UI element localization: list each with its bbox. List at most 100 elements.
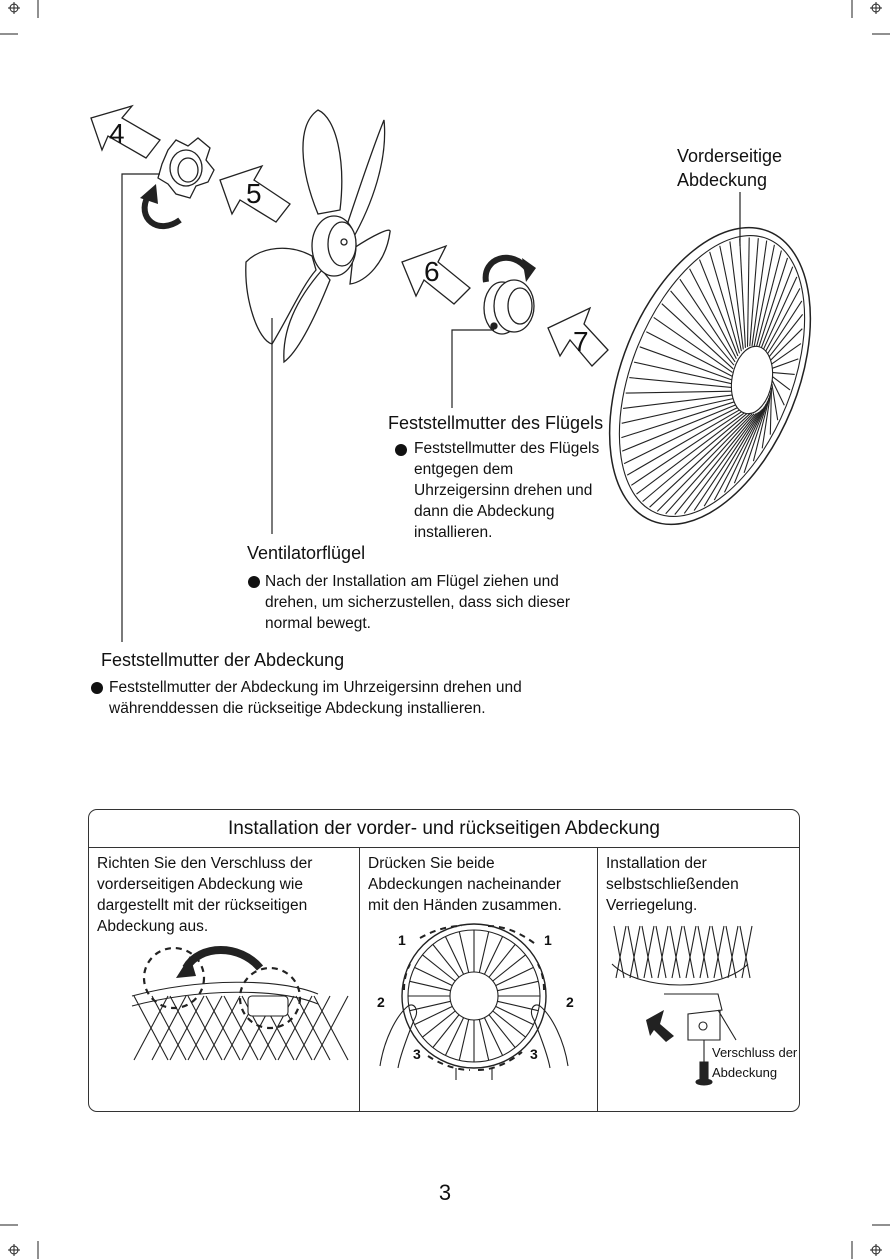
grille-wire (623, 406, 740, 465)
blade-nut-title: Feststellmutter des Flügels (388, 413, 604, 433)
grille-wire (685, 925, 697, 979)
step-number-7: 7 (573, 326, 589, 357)
grille-wire (713, 925, 725, 979)
grille-wire (671, 925, 683, 979)
clockwise-arrow-icon (140, 184, 182, 229)
grille-wire (629, 925, 641, 979)
grille-wire (630, 410, 744, 486)
grille-wire (697, 925, 709, 979)
press-covers-illustration (379, 923, 569, 1080)
grille-wire (653, 316, 733, 373)
grille-wire (657, 925, 669, 979)
grille-wire (770, 358, 799, 370)
grille-wire (623, 394, 735, 409)
clasp-label: Verschluss der Abdeckung (712, 1045, 798, 1080)
grille-spoke (422, 954, 456, 982)
grille-spoke (432, 1014, 460, 1048)
grille-wire (725, 925, 737, 979)
step-arrow-6 (401, 244, 471, 305)
step-arrow-5 (219, 164, 291, 223)
grille-wire (656, 413, 753, 512)
grille-spoke (444, 1017, 465, 1056)
grille-wires (621, 237, 804, 515)
lock-clasp-illustration (611, 925, 753, 1086)
press-mark-1-right: 1 (544, 932, 552, 948)
grille-wire (758, 257, 789, 349)
grille-wire (746, 237, 750, 347)
grille-wire (767, 314, 804, 360)
install-step-2-text: Drücken Sie beide Abdeckungen nacheinand… (368, 855, 562, 914)
grille-spoke (444, 936, 465, 975)
grille-spoke (488, 944, 516, 978)
grille-wire (739, 238, 746, 348)
page-number: 3 (438, 1180, 452, 1205)
install-title: Installation der vorder- und rückseitige… (89, 810, 799, 848)
grille-wire (633, 361, 733, 385)
grille-wire (739, 925, 751, 979)
cover-nut-icon (157, 137, 215, 199)
grille-wire (727, 925, 739, 979)
grille-wire (621, 403, 739, 452)
front-cover-label: Vorderseitige Abdeckung (677, 146, 783, 190)
grille-wire (711, 925, 723, 979)
grille-spoke (495, 1005, 534, 1026)
grille-wire (683, 411, 760, 514)
grille-wire (699, 925, 711, 979)
fan-blade-icon (245, 109, 391, 364)
grille-wire (693, 410, 762, 511)
step-arrow-7 (547, 306, 609, 367)
grille-wire (769, 343, 802, 366)
grille-spoke (458, 1019, 470, 1061)
grille-wire (761, 391, 772, 449)
step-number-6: 6 (424, 256, 440, 287)
grille-wire (719, 245, 742, 352)
grille-spoke (422, 1010, 456, 1038)
grille-wire (670, 290, 735, 366)
grille-wire (627, 925, 639, 979)
grille-wire (751, 240, 768, 347)
grille-wire (741, 925, 753, 979)
grille-wire (621, 400, 737, 439)
grille-wire (621, 397, 736, 424)
grille-spoke (492, 1010, 526, 1038)
grille-spoke (497, 980, 539, 992)
blade-nut-instructions: Feststellmutter des Flügels entgegen dem… (414, 440, 600, 541)
grille-wire (764, 288, 801, 354)
grille-wire (771, 371, 795, 375)
grille-wire (629, 377, 733, 389)
step-number-5: 5 (246, 178, 262, 209)
grille-wire (669, 925, 681, 979)
grille-wire (752, 394, 771, 462)
grille-wire (295, 995, 331, 1061)
grille-wire (729, 241, 744, 350)
grille-spoke (478, 931, 490, 973)
leader-lines (121, 173, 741, 642)
bullet-icon (91, 682, 103, 694)
grille-wire (713, 406, 765, 501)
counterclockwise-arrow-icon (482, 254, 536, 283)
grille-wire (643, 925, 655, 979)
grille-wire (625, 390, 734, 394)
grille-wire (733, 400, 769, 484)
grille-wire (771, 383, 779, 421)
front-cover-grille-icon (608, 226, 812, 526)
cover-nut-instructions: Feststellmutter der Abdeckung im Uhrzeig… (109, 679, 522, 717)
grille-wire (768, 328, 803, 363)
install-step-1-text: Richten Sie den Verschluss der vordersei… (97, 855, 313, 935)
press-mark-3-left: 3 (413, 1046, 421, 1062)
step-arrow-4 (90, 104, 161, 159)
press-mark-2-right: 2 (566, 994, 574, 1010)
grille-wire (313, 995, 349, 1061)
grille-wire (646, 331, 733, 377)
grille-wire (277, 995, 313, 1061)
grille-wire (703, 408, 764, 507)
grille-wire (683, 925, 695, 979)
grille-wire (674, 412, 757, 515)
install-instructions-box: Installation der vorder- und rückseitige… (88, 809, 800, 1112)
grille-wire (749, 238, 759, 347)
grille-spoke (483, 936, 504, 975)
grille-wire (760, 266, 794, 350)
grille-wire (755, 250, 782, 348)
grille-spoke (414, 1005, 453, 1026)
